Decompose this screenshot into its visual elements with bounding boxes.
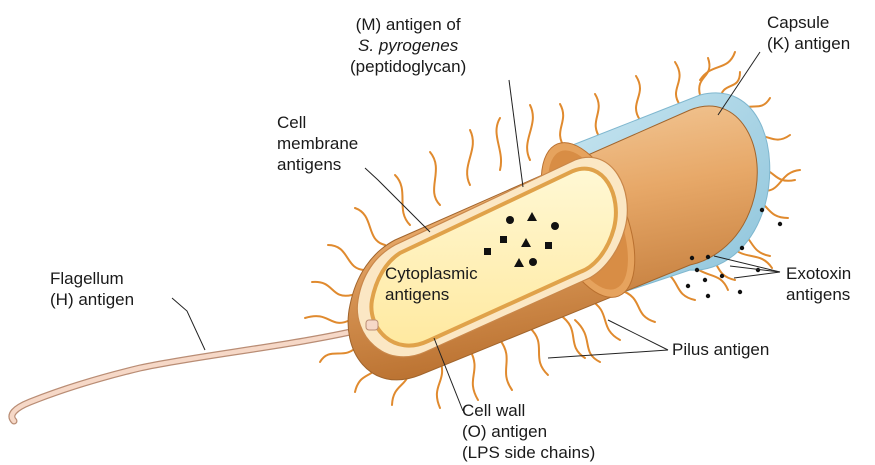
- cell-wall-label: Cell wall (O) antigen (LPS side chains): [462, 400, 595, 463]
- leader-exotoxin-3: [734, 272, 780, 278]
- leader-exotoxin-2: [730, 266, 780, 272]
- m-antigen-label: (M) antigen of S. pyrogenes (peptidoglyc…: [350, 14, 466, 77]
- square-marker: [500, 236, 507, 243]
- flagellum: [12, 327, 372, 421]
- pilus-label: Pilus antigen: [672, 339, 769, 360]
- exotoxin-label: Exotoxin antigens: [786, 263, 851, 305]
- flagellum-label: Flagellum (H) antigen: [50, 268, 134, 310]
- leader-pilus-2: [548, 350, 668, 358]
- circle-marker: [506, 216, 514, 224]
- leader-pilus-1: [608, 320, 668, 350]
- cytoplasmic-label: Cytoplasmic antigens: [385, 263, 478, 305]
- capsule-label: Capsule (K) antigen: [767, 12, 850, 54]
- cell-membrane-label: Cell membrane antigens: [277, 112, 358, 175]
- leader-flagellum: [172, 298, 205, 350]
- leader-m-antigen: [509, 80, 523, 187]
